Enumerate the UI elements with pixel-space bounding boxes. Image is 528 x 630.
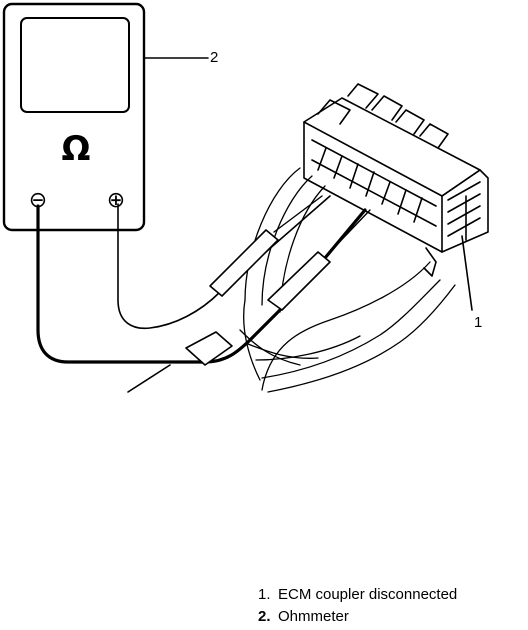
- positive-probe: [209, 229, 279, 297]
- ohm-symbol: Ω: [62, 129, 91, 169]
- meter-display: [20, 17, 130, 113]
- callout-number-1: 1: [474, 314, 483, 331]
- ohmmeter: [2, 2, 146, 232]
- legend-item-number: 1.: [258, 586, 271, 603]
- positive-test-lead: [117, 195, 331, 330]
- leader-line-harness: [127, 364, 171, 393]
- legend-item-number: 2.: [258, 608, 271, 625]
- positive-terminal-icon: ⊕: [107, 188, 125, 213]
- callout-number-2: 2: [210, 49, 219, 66]
- legend-item: 1. ECM coupler disconnected: [258, 584, 457, 606]
- legend-item-text: ECM coupler disconnected: [278, 586, 458, 603]
- legend: 1. ECM coupler disconnected 2. Ohmmeter: [258, 584, 457, 628]
- legend-item: 2. Ohmmeter: [258, 606, 457, 628]
- legend-item-text: Ohmmeter: [278, 608, 349, 625]
- ecm-coupler: [303, 83, 489, 277]
- leader-line-coupler: [461, 235, 473, 311]
- negative-test-lead: [36, 204, 371, 366]
- negative-probe: [267, 251, 331, 311]
- negative-terminal-icon: ⊖: [29, 188, 47, 213]
